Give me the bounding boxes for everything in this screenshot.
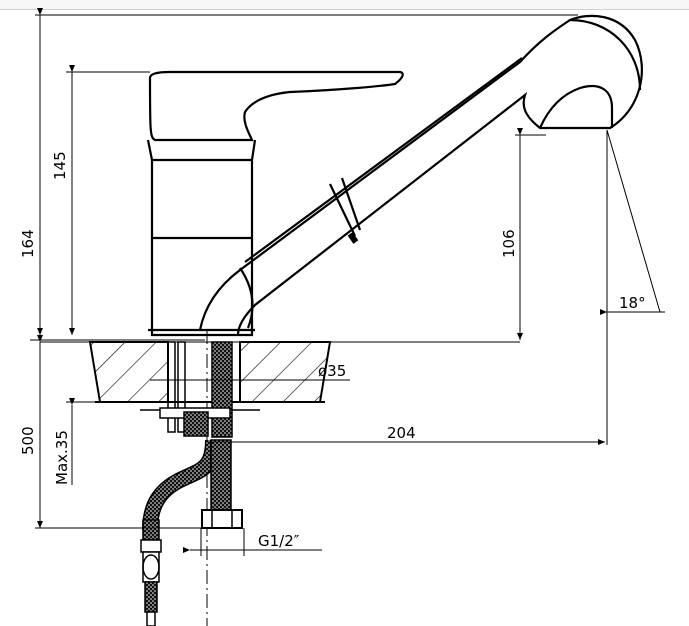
countertop-section	[40, 341, 520, 411]
dimension-spout-reach: 204	[387, 424, 416, 442]
top-border	[0, 0, 689, 10]
dimension-overall-height: 164	[19, 229, 37, 258]
flexible-hoses	[140, 439, 243, 626]
dimension-body-height: 145	[51, 151, 69, 180]
dimension-hose-length: 500	[19, 426, 37, 455]
dimension-spout-height: 106	[500, 229, 518, 258]
faucet-body	[146, 70, 404, 337]
dimension-spout-angle: 18°	[619, 294, 646, 312]
dimension-max-thickness: Max.35	[53, 430, 71, 485]
spout	[198, 14, 643, 336]
dimension-lines	[30, 8, 665, 556]
dimension-hole-diameter: ø35	[318, 362, 346, 380]
mounting-shank	[159, 341, 233, 438]
dimension-thread: G1/2″	[258, 532, 300, 550]
